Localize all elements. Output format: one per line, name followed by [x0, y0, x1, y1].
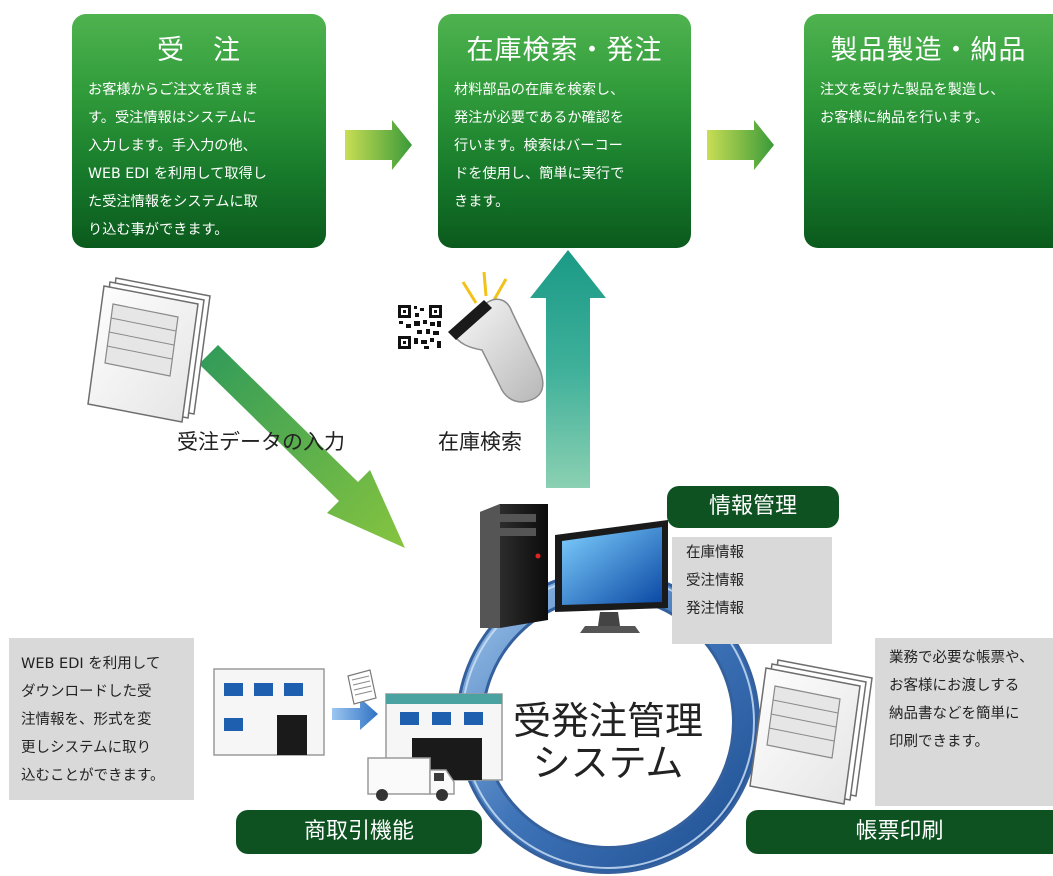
step-description-line: 発注が必要であるか確認を — [454, 110, 625, 126]
forms-description-line: お客様にお渡しする — [889, 678, 1020, 694]
commerce-description-line: 込むことができます。 — [21, 768, 165, 784]
document-stack-icon — [87, 277, 211, 423]
step-title: 製品製造・納品 — [830, 35, 1027, 66]
arrow-right-2 — [707, 120, 774, 170]
step-description-line: 材料部品の在庫を検索し、 — [454, 82, 625, 98]
commerce-description-panel: WEB EDI を利用して ダウンロードした受 注情報を、形式を変 更しシステム… — [9, 638, 194, 800]
commerce-description-line: WEB EDI を利用して — [21, 656, 161, 672]
step-description-line: 注文を受けた製品を製造し、 — [820, 82, 1005, 98]
step-description: 材料部品の在庫を検索し、 発注が必要であるか確認を 行います。検索はバーコー ド… — [454, 76, 679, 216]
computer-tower-icon — [480, 504, 548, 628]
step-description-line: 行います。検索はバーコー — [454, 138, 623, 154]
order-input-arrow — [199, 345, 405, 548]
info-item: 在庫情報 — [686, 545, 744, 561]
forms-description-panel: 業務で必要な帳票や、 お客様にお渡しする 納品書などを簡単に 印刷できます。 — [875, 638, 1053, 806]
step-description-line: お客様からご注文を頂きま — [88, 82, 259, 98]
step-title: 受 注 — [157, 35, 241, 66]
step-description-line: 入力します。手入力の他、 — [88, 138, 257, 154]
step-description-line: きます。 — [454, 194, 510, 210]
step-description-line: お客様に納品を行います。 — [820, 110, 989, 126]
truck-icon — [367, 757, 455, 801]
transfer-arrow-icon — [332, 698, 378, 730]
forms-description-line: 納品書などを簡単に — [889, 706, 1020, 722]
inventory-search-label: 在庫検索 — [438, 430, 522, 454]
step-description: 注文を受けた製品を製造し、 お客様に納品を行います。 — [820, 76, 1041, 132]
step-description: お客様からご注文を頂きま す。受注情報はシステムに 入力します。手入力の他、 W… — [88, 76, 314, 244]
system-title-line: 受発注管理 — [512, 699, 703, 743]
system-title-line: システム — [532, 741, 684, 785]
forms-document-stack-icon — [749, 659, 873, 805]
step-card-manufacture: 製品製造・納品 注文を受けた製品を製造し、 お客様に納品を行います。 — [804, 14, 1053, 248]
step-card-inventory: 在庫検索・発注 材料部品の在庫を検索し、 発注が必要であるか確認を 行います。検… — [438, 14, 691, 248]
small-document-icon — [347, 669, 377, 705]
step-description-line: ドを使用し、簡単に実行で — [454, 166, 625, 182]
forms-printing-badge: 帳票印刷 — [746, 810, 1053, 854]
info-items-panel: 在庫情報 受注情報 発注情報 — [672, 537, 832, 644]
step-card-order: 受 注 お客様からご注文を頂きま す。受注情報はシステムに 入力します。手入力の… — [72, 14, 326, 248]
step-description-line: WEB EDI を利用して取得し — [88, 166, 267, 182]
order-input-label: 受注データの入力 — [177, 430, 345, 454]
monitor-icon — [555, 520, 668, 633]
step-description-line: り込む事ができます。 — [88, 222, 229, 238]
office-building-icon — [213, 668, 325, 756]
commerce-description-line: 更しシステムに取り — [21, 740, 152, 756]
arrow-right-1 — [345, 120, 412, 170]
commerce-description-line: ダウンロードした受 — [21, 684, 152, 700]
info-item: 発注情報 — [686, 601, 744, 617]
step-description-line: た受注情報をシステムに取 — [88, 194, 258, 210]
inventory-search-arrow — [530, 250, 606, 488]
forms-description-line: 印刷できます。 — [889, 734, 990, 750]
qr-code-icon — [398, 305, 442, 349]
commerce-badge: 商取引機能 — [236, 810, 482, 854]
barcode-scanner-icon — [448, 271, 544, 403]
forms-description-line: 業務で必要な帳票や、 — [889, 650, 1034, 666]
system-title: 受発注管理 システム — [498, 700, 718, 784]
commerce-description-line: 注情報を、形式を変 — [21, 712, 152, 728]
info-item: 受注情報 — [686, 573, 744, 589]
step-title: 在庫検索・発注 — [466, 35, 663, 66]
info-management-badge: 情報管理 — [667, 486, 839, 528]
step-description-line: す。受注情報はシステムに — [88, 110, 257, 126]
